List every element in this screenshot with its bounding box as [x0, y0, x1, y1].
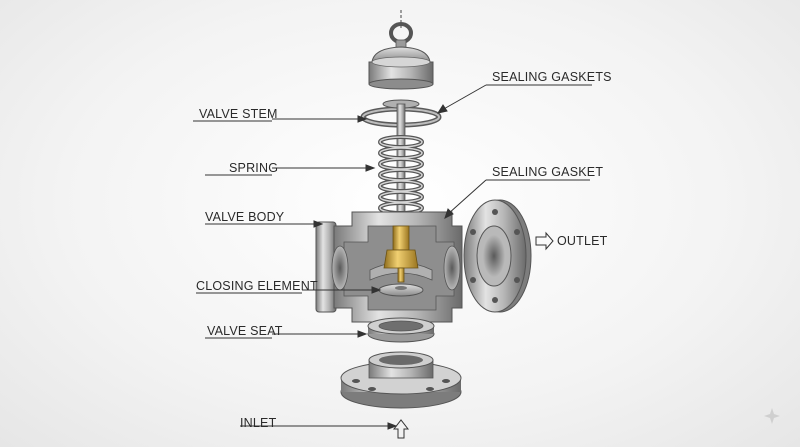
outlet-arrow-icon	[535, 231, 554, 251]
label-sealing-gaskets: SEALING GASKETS	[492, 70, 612, 84]
inlet-arrow-icon	[392, 419, 410, 439]
label-sealing-gasket: SEALING GASKET	[492, 165, 604, 179]
bonnet-cap	[368, 22, 434, 90]
label-valve-body: VALVE BODY	[205, 210, 285, 224]
label-closing-element: CLOSING ELEMENT	[196, 279, 318, 293]
label-outlet: OUTLET	[557, 234, 608, 248]
valve-seat	[367, 317, 435, 343]
label-spring: SPRING	[229, 161, 279, 175]
closing-element	[383, 225, 419, 283]
closing-disc	[378, 283, 424, 297]
label-inlet: INLET	[240, 416, 277, 430]
inlet-flange	[340, 351, 462, 409]
label-valve-seat: VALVE SEAT	[207, 324, 283, 338]
sparkle-icon	[764, 408, 780, 424]
outlet-flange	[463, 199, 532, 313]
label-valve-stem: VALVE STEM	[199, 107, 278, 121]
leader-lines	[193, 84, 592, 430]
